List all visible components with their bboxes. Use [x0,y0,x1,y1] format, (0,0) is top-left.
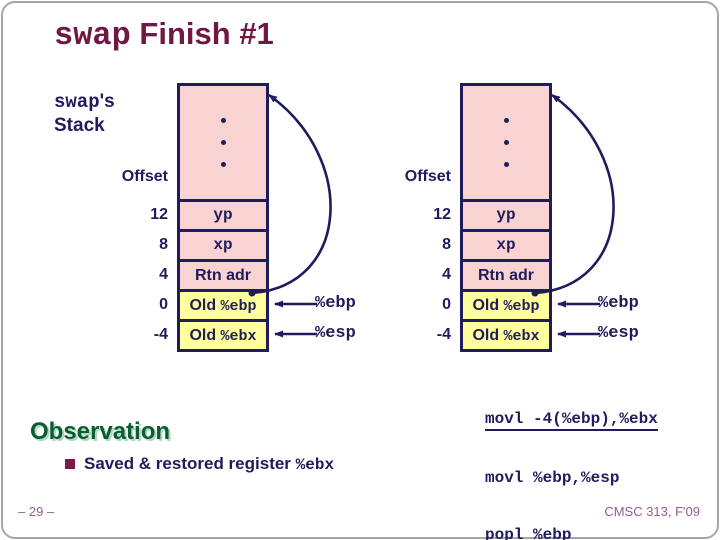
observation-bullet-item: Saved & restored register %ebx [65,454,334,474]
stack-cell-xp: xp [180,229,266,259]
observation-heading: Observation [30,418,171,445]
ellipsis-dot [220,162,226,167]
cell-label-prefix: Old [472,327,504,344]
stack-cell-yp: yp [180,199,266,229]
frame-pointer-arc [248,93,332,338]
stack-caption-line1: swap's [54,90,115,114]
stack-cell-rtn-adr: Rtn adr [463,259,549,289]
ebp-register-label: %ebp [315,294,356,313]
title-code-part: swap [54,17,131,54]
cell-label-prefix: Old [472,297,504,314]
stack-ellipsis [180,86,266,199]
esp-register-label: %esp [315,324,356,343]
offset-value: 8 [442,236,451,253]
observation-bullet-text: Saved & restored register %ebx [84,454,334,474]
offset-value: 0 [442,296,451,313]
stack-cell-xp: xp [463,229,549,259]
ellipsis-dot [503,118,509,123]
stack-cell-old-ebx: Old %ebx [463,319,549,349]
cell-label-register: %ebp [503,298,540,315]
stack-box: yp xp Rtn adr Old %ebp Old %ebx [177,83,269,352]
page-title: swap Finish #1 [54,16,274,54]
page-number: – 29 – [18,504,55,519]
cell-label-register: %ebx [220,328,257,345]
cell-label-register: %ebp [220,298,257,315]
stack-cell-old-ebp: Old %ebp [180,289,266,319]
frame-pointer-arc [531,93,615,338]
offset-value: 0 [159,296,168,313]
offset-value: -4 [436,326,451,343]
stack-cell-old-ebx: Old %ebx [180,319,266,349]
stack-cell-yp: yp [463,199,549,229]
code-line-1: movl -4(%ebp),%ebx [485,410,658,431]
course-label: CMSC 313, F'09 [604,504,700,519]
ebp-register-label: %ebp [598,294,639,313]
stack-ellipsis [463,86,549,199]
ellipsis-dot [503,140,509,145]
assembly-code-block: movl -4(%ebp),%ebx movl %ebp,%esp popl %… [485,372,658,540]
cell-label-prefix: Old [189,297,221,314]
old-ebp-arc [534,93,615,295]
offset-value: 12 [150,206,168,223]
cell-label-register: %ebx [503,328,540,345]
code-line-1-text: movl -4(%ebp),%ebx [485,410,658,431]
old-ebp-arc [251,93,332,295]
offset-header: Offset [404,168,451,185]
bullet-square-icon [65,459,75,469]
stack-diagram-right: Offset 12 8 4 0 -4 yp xp Rtn adr Old %eb… [373,80,673,380]
offset-value: -4 [153,326,168,343]
ellipsis-dot [220,118,226,123]
bullet-code-part: %ebx [295,456,335,474]
code-line-2: movl %ebp,%esp [485,469,620,487]
offset-value: 4 [442,266,451,283]
caption-suffix: 's [99,91,115,112]
stack-caption-line2: Stack [54,115,105,136]
offset-value: 8 [159,236,168,253]
bullet-text-part: Saved & restored register [84,454,296,473]
offset-value: 12 [433,206,451,223]
ellipsis-dot [220,140,226,145]
esp-register-label: %esp [598,324,639,343]
title-rest: Finish #1 [130,16,274,51]
ellipsis-dot [503,162,509,167]
cell-label-prefix: Old [189,327,221,344]
offset-header: Offset [121,168,168,185]
offset-value: 4 [159,266,168,283]
code-line-3: popl %ebp [485,526,572,540]
stack-diagram-left: Offset 12 8 4 0 -4 yp xp Rtn adr Old %eb… [90,80,390,380]
stack-box: yp xp Rtn adr Old %ebp Old %ebx [460,83,552,352]
stack-cell-rtn-adr: Rtn adr [180,259,266,289]
stack-caption: swap's Stack [54,90,115,137]
caption-code-part: swap [54,91,100,113]
